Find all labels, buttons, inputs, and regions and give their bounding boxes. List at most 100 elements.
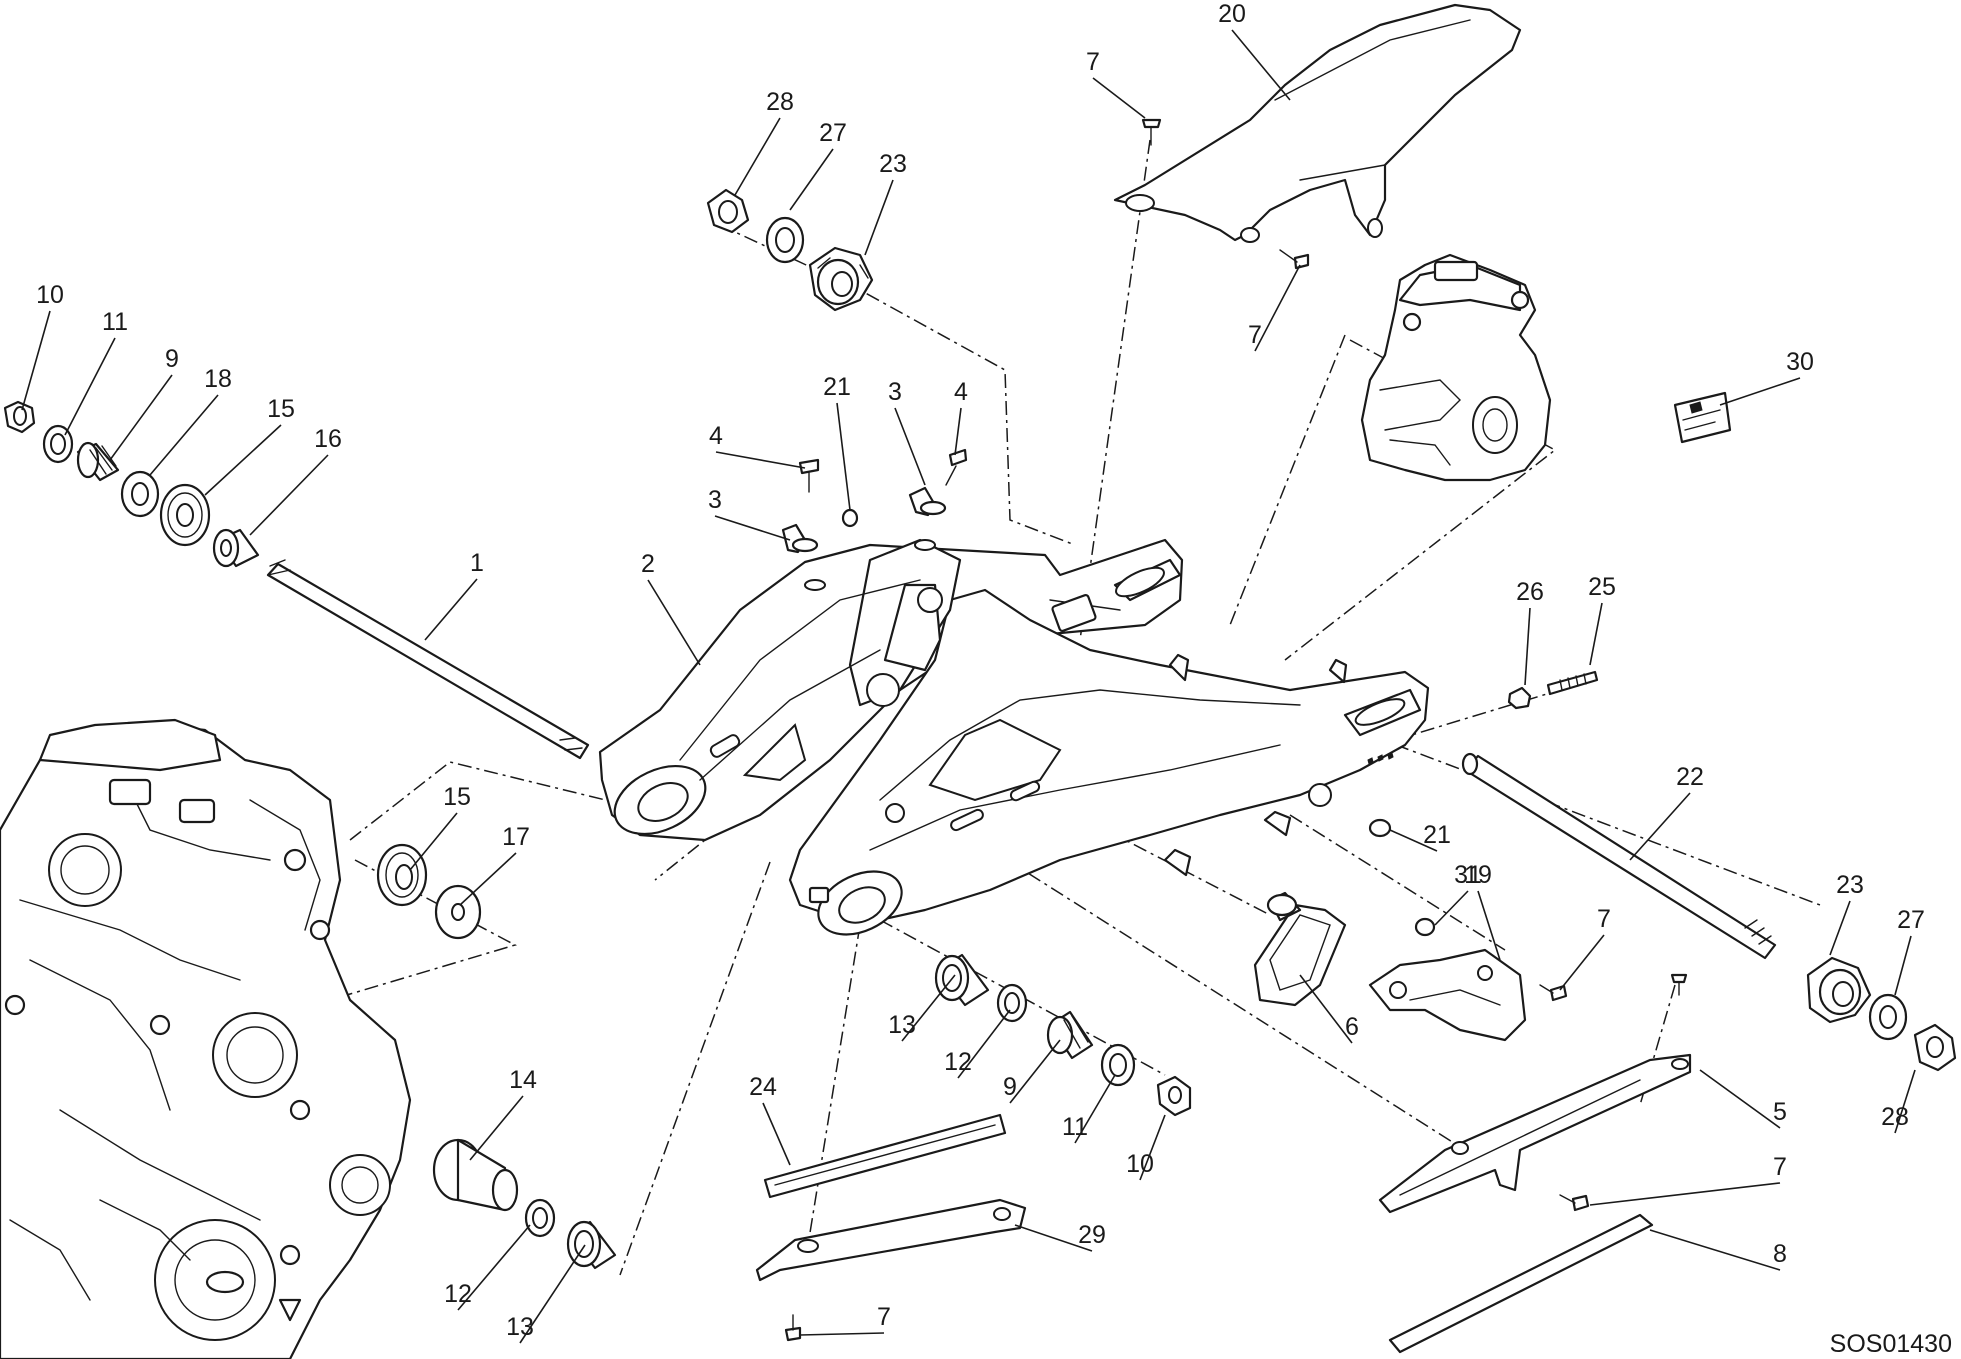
callout-c6: 6 [1345,1013,1359,1041]
callout-c7e: 7 [877,1303,891,1331]
leader-line-c15a [204,424,282,496]
callout-c4b: 4 [954,378,968,406]
leader-line-c7d [1589,1182,1781,1206]
callout-c28b: 28 [1881,1103,1909,1131]
leader-line-c30 [1719,377,1801,406]
callout-c13b: 13 [506,1313,534,1341]
chain-slider-right-5 [1378,1053,1692,1214]
leader-line-c7a [1092,77,1146,119]
mid-bearing-stack [376,843,482,940]
screws-7 [784,118,1688,1342]
callout-c9a: 9 [165,345,179,373]
leader-line-c22 [1629,792,1691,861]
lower-pivot-stack [934,953,1192,1117]
callout-c14: 14 [509,1066,537,1094]
callout-c20: 20 [1218,0,1246,28]
callout-c12b: 12 [444,1280,472,1308]
leader-line-c10a [21,310,51,411]
chain-guard-upper [1113,3,1522,243]
small-guard [1368,948,1527,1042]
label-sticker [1673,391,1732,444]
leader-line-c24 [762,1102,791,1166]
leader-line-c6 [1299,974,1353,1044]
leader-line-c27b [1894,935,1912,996]
callout-c25: 25 [1588,573,1616,601]
callout-c10a: 10 [36,281,64,309]
callout-c15b: 15 [443,783,471,811]
chain-slider-upper [763,1113,1007,1199]
leader-line-c3b [894,407,926,486]
callout-c11a: 11 [102,308,128,336]
chain-slider-right-8 [1388,1213,1654,1354]
callout-c7a: 7 [1086,48,1100,76]
brake-caliper [1360,253,1552,482]
leader-line-c8 [1649,1229,1781,1271]
leader-line-c23a [864,179,894,256]
leader-line-c25 [1589,602,1603,666]
leader-line-c10b [1139,1114,1166,1181]
leader-line-c12a [957,1009,1011,1079]
callout-c23b: 23 [1836,871,1864,899]
callout-c23a: 23 [879,150,907,178]
callout-c19: 19 [1464,861,1492,889]
leader-line-c26 [1524,607,1531,686]
leader-line-c4a [715,451,806,469]
callout-c3b: 3 [888,378,902,406]
callout-c30: 30 [1786,348,1814,376]
leader-line-c18 [149,394,219,476]
plugs-21 [1368,818,1392,838]
callout-c9b: 9 [1003,1073,1017,1101]
callout-c28a: 28 [766,88,794,116]
callout-c27a: 27 [819,119,847,147]
leader-line-c20 [1231,29,1291,101]
callout-c10b: 10 [1126,1150,1154,1178]
leader-line-c31 [1434,890,1469,926]
callout-c18: 18 [204,365,232,393]
callout-c29: 29 [1078,1221,1106,1249]
leader-line-c4b [954,407,962,456]
leader-line-c17 [459,852,517,906]
leader-line-c14 [469,1095,524,1161]
adjuster-bolt [1507,670,1599,710]
pivot-shaft [266,559,590,760]
callout-c13a: 13 [888,1011,916,1039]
callout-c22: 22 [1676,763,1704,791]
callout-c21a: 21 [823,373,851,401]
callout-c31: 31 [1454,861,1482,889]
leader-line-c13b [519,1244,586,1344]
leader-line-c16 [249,454,329,536]
left-pivot-stack [3,400,260,568]
lower-left-stack [432,1138,617,1270]
clips-and-bolts [781,448,968,591]
leader-line-c3a [714,515,791,541]
callout-c15a: 15 [267,395,295,423]
leader-line-c5 [1699,1069,1781,1129]
callout-c8: 8 [1773,1240,1787,1268]
leader-line-c11b [1074,1074,1116,1144]
callout-c12a: 12 [944,1048,972,1076]
leader-line-c1 [424,578,478,641]
callout-c7b: 7 [1248,321,1262,349]
leader-line-c15b [409,812,458,871]
leader-line-c13a [901,974,956,1042]
leader-line-c9a [109,374,173,461]
leader-line-c19 [1477,890,1501,961]
rear-axle [1461,752,1777,960]
engine-assembly [0,718,412,1359]
leader-line-c11a [64,337,116,436]
callout-c26: 26 [1516,578,1544,606]
washer-31 [1414,917,1436,937]
leader-line-c21a [836,402,851,511]
leader-line-c21b [1389,829,1438,852]
leader-line-c7c [1559,934,1605,991]
leader-line-c12b [457,1224,531,1311]
callout-c3a: 3 [708,486,722,514]
callout-c4a: 4 [709,422,723,450]
callout-c27b: 27 [1897,906,1925,934]
leader-line-c23b [1829,900,1851,956]
callout-c17: 17 [502,823,530,851]
callout-c5: 5 [1773,1098,1787,1126]
callout-c21b: 21 [1423,821,1451,849]
adjuster-stack-upper [706,188,874,312]
